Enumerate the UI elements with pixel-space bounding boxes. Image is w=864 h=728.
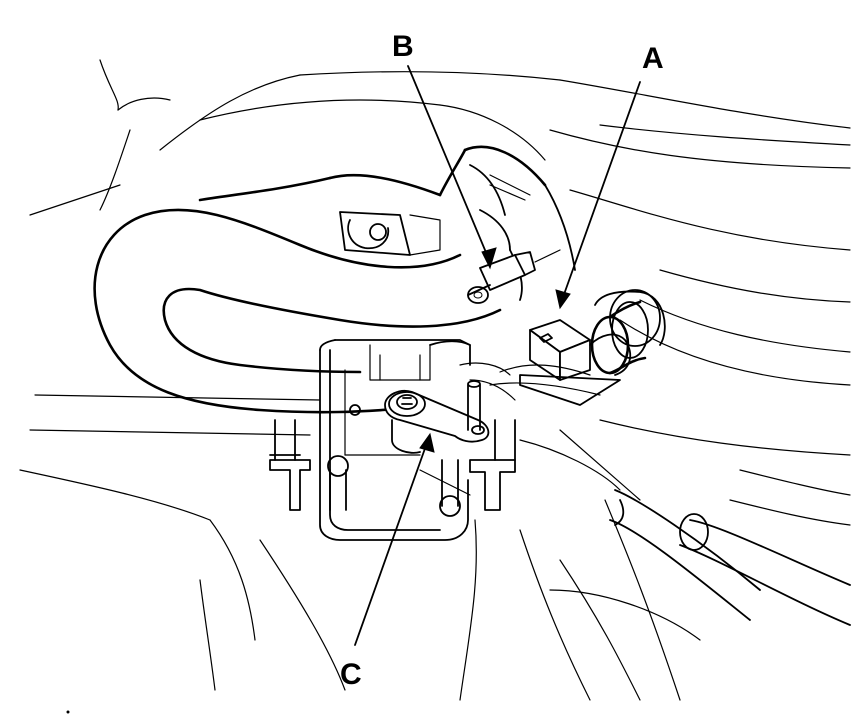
leader-line-a: [561, 81, 641, 301]
leader-line-b: [407, 65, 491, 263]
upper-left-bracket: [339, 211, 441, 256]
sensor-b: [467, 249, 561, 304]
leader-line-c: [354, 439, 429, 646]
callout-label-c: C: [340, 658, 362, 691]
callout-label-a: A: [642, 42, 664, 75]
speck: [66, 710, 70, 714]
lever-c: [384, 380, 490, 454]
leader-lines: [354, 65, 641, 646]
connector-a: [489, 289, 666, 406]
arrowhead-c: [419, 432, 435, 453]
arrowhead-a: [555, 289, 571, 310]
arrowhead-b: [481, 247, 497, 270]
background-structure: [19, 59, 851, 701]
lower-right-pipes: [549, 469, 851, 641]
mounting-posts: [269, 419, 516, 517]
callout-label-b: B: [392, 30, 414, 63]
